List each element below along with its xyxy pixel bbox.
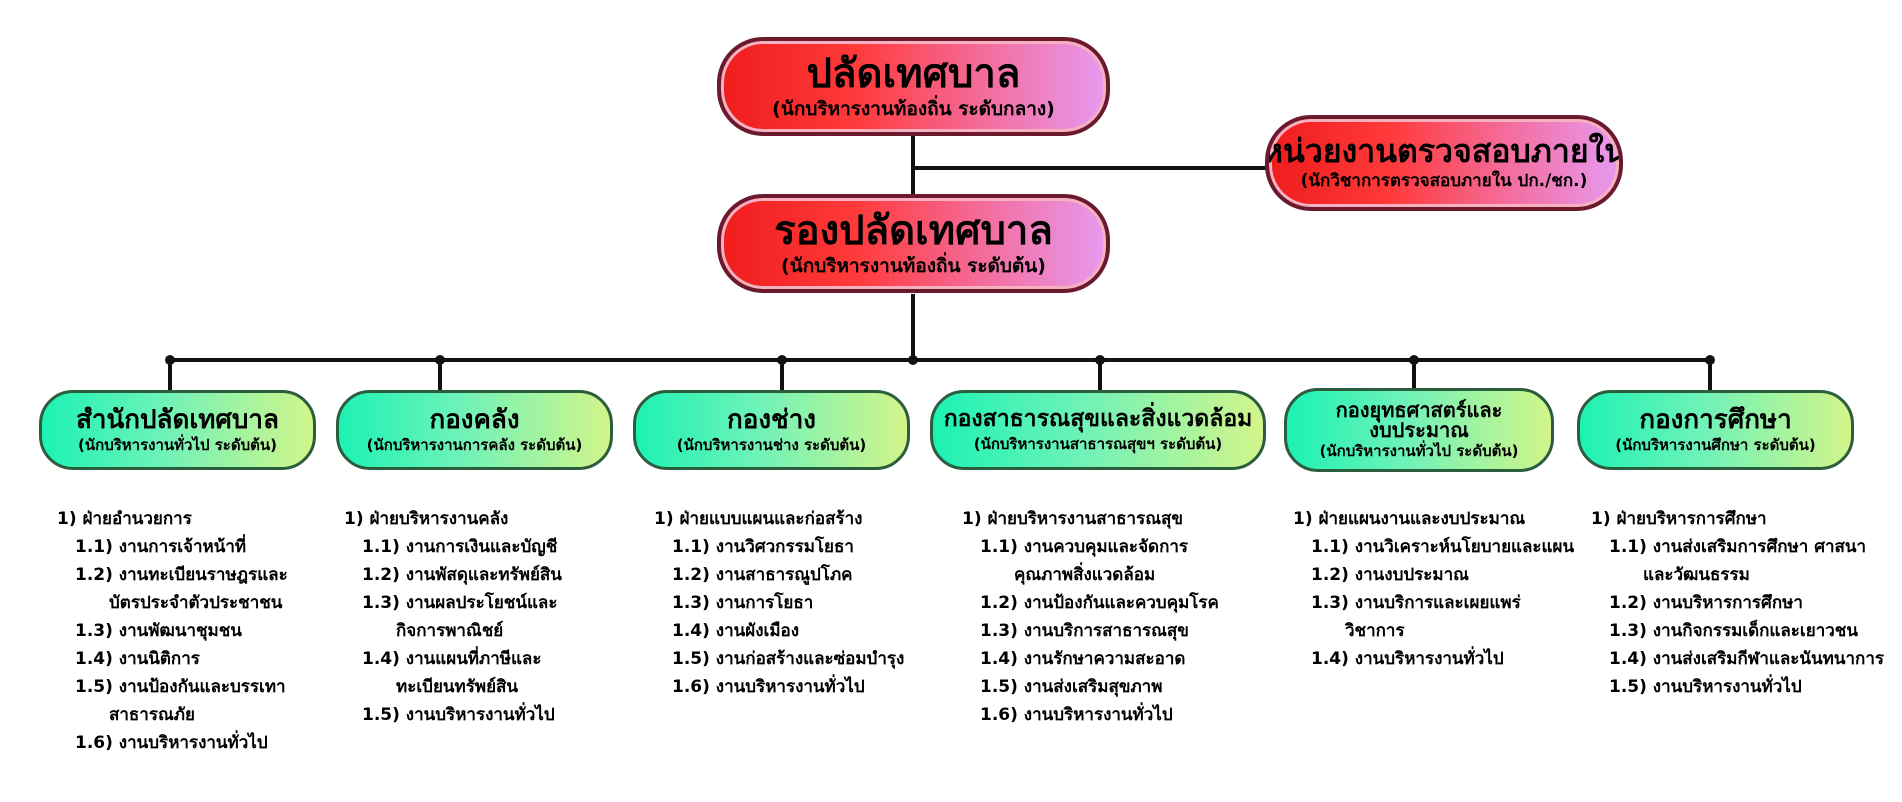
task-item: 1.2) งานบริหารการศึกษา — [1609, 593, 1803, 613]
task-item-continuation: และวัฒนธรรม — [1643, 565, 1750, 585]
task-item: 1.2) งานงบประมาณ — [1311, 565, 1469, 585]
task-item: 1.6) งานบริหารงานทั่วไป — [980, 705, 1173, 725]
task-item: 1.5) งานบริหารงานทั่วไป — [1609, 677, 1802, 697]
task-item: 1.5) งานส่งเสริมสุขภาพ — [980, 677, 1163, 697]
task-item: 1.1) งานควบคุมและจัดการ — [980, 537, 1189, 557]
task-item-continuation: สาธารณภัย — [109, 705, 195, 725]
task-item: 1.1) งานการเจ้าหน้าที่ — [75, 537, 247, 557]
top-position-subtitle: (นักบริหารงานท้องถิ่น ระดับกลาง) — [772, 98, 1055, 121]
top-position-title: ปลัดเทศบาล — [806, 51, 1021, 98]
section-heading: 1) ฝ่ายบริหารงานคลัง — [344, 509, 509, 529]
department-subtitle: (นักบริหารงานศึกษา ระดับต้น) — [1615, 436, 1816, 455]
task-item: 1.4) งานบริหารงานทั่วไป — [1311, 649, 1504, 669]
audit-unit-title: หน่วยงานตรวจสอบภายใน — [1265, 132, 1623, 171]
section-heading: 1) ฝ่ายอำนวยการ — [57, 509, 192, 529]
task-item: 1.6) งานบริหารงานทั่วไป — [672, 677, 865, 697]
audit-unit-subtitle: (นักวิชาการตรวจสอบภายใน ปก./ชก.) — [1300, 171, 1588, 192]
department-box-4: กองสาธารณสุขและสิ่งแวดล้อม (นักบริหารงาน… — [930, 390, 1266, 470]
task-item: 1.4) งานผังเมือง — [672, 621, 800, 641]
department-box-6: กองการศึกษา (นักบริหารงานศึกษา ระดับต้น) — [1577, 390, 1854, 470]
task-item: 1.5) งานบริหารงานทั่วไป — [362, 705, 555, 725]
task-item: 1.5) งานก่อสร้างและซ่อมบำรุง — [672, 649, 905, 669]
department-box-5: กองยุทธศาสตร์และ งบประมาณ (นักบริหารงานท… — [1284, 388, 1554, 472]
section-heading: 1) ฝ่ายบริหารการศึกษา — [1591, 509, 1767, 529]
department-title: กองช่าง — [727, 404, 816, 435]
department-subtitle: (นักบริหารงานการคลัง ระดับต้น) — [366, 436, 583, 455]
department-title-line-2: งบประมาณ — [1369, 418, 1469, 442]
department-title: กองสาธารณสุขและสิ่งแวดล้อม — [943, 406, 1253, 433]
audit-unit-box: หน่วยงานตรวจสอบภายใน (นักวิชาการตรวจสอบภ… — [1265, 115, 1623, 211]
department-subtitle: (นักบริหารงานช่าง ระดับต้น) — [676, 436, 867, 455]
task-item-continuation: คุณภาพสิ่งแวดล้อม — [1014, 565, 1156, 585]
deputy-position-subtitle: (นักบริหารงานท้องถิ่น ระดับต้น) — [781, 255, 1046, 278]
task-item: 1.3) งานพัฒนาชุมชน — [75, 621, 242, 641]
task-list-1: 1) ฝ่ายอำนวยการ 1.1) งานการเจ้าหน้าที่ 1.2… — [57, 505, 288, 757]
task-item: 1.2) งานพัสดุและทรัพย์สิน — [362, 565, 562, 585]
department-box-2: กองคลัง (นักบริหารงานการคลัง ระดับต้น) — [336, 390, 613, 470]
task-list-3: 1) ฝ่ายแบบแผนและก่อสร้าง 1.1) งานวิศวกรรม… — [654, 505, 904, 701]
department-subtitle: (นักบริหารงานทั่วไป ระดับต้น) — [1319, 442, 1519, 460]
task-item-continuation: ทะเบียนทรัพย์สิน — [396, 677, 519, 697]
department-title-line-1: กองยุทธศาสตร์และ — [1335, 398, 1503, 422]
section-heading: 1) ฝ่ายแผนงานและงบประมาณ — [1293, 509, 1526, 529]
department-title: กองการศึกษา — [1639, 404, 1792, 435]
task-item: 1.1) งานวิศวกรรมโยธา — [672, 537, 854, 557]
task-item-continuation: กิจการพาณิชย์ — [396, 621, 504, 641]
department-subtitle: (นักบริหารงานสาธารณสุขฯ ระดับต้น) — [973, 434, 1223, 453]
task-item: 1.3) งานกิจกรรมเด็กและเยาวชน — [1609, 621, 1858, 641]
department-title: สำนักปลัดเทศบาล — [76, 404, 279, 435]
task-item-continuation: บัตรประจำตัวประชาชน — [109, 593, 283, 613]
task-item: 1.2) งานสาธารณูปโภค — [672, 565, 853, 585]
task-item: 1.2) งานป้องกันและควบคุมโรค — [980, 593, 1219, 613]
deputy-position-box: รองปลัดเทศบาล (นักบริหารงานท้องถิ่น ระดั… — [717, 194, 1110, 293]
task-item: 1.3) งานบริการสาธารณสุข — [980, 621, 1189, 641]
task-item: 1.4) งานแผนที่ภาษีและ — [362, 649, 542, 669]
department-title: กองคลัง — [429, 404, 520, 435]
task-item: 1.4) งานส่งเสริมกีฬาและนันทนาการ — [1609, 649, 1885, 669]
task-item: 1.1) งานส่งเสริมการศึกษา ศาสนา — [1609, 537, 1867, 557]
task-item: 1.6) งานบริหารงานทั่วไป — [75, 733, 268, 753]
section-heading: 1) ฝ่ายแบบแผนและก่อสร้าง — [654, 509, 863, 529]
task-item: 1.1) งานการเงินและบัญชี — [362, 537, 558, 557]
section-heading: 1) ฝ่ายบริหารงานสาธารณสุข — [962, 509, 1183, 529]
task-list-6: 1) ฝ่ายบริหารการศึกษา 1.1) งานส่งเสริมการ… — [1591, 505, 1884, 701]
task-item: 1.4) งานนิติการ — [75, 649, 200, 669]
task-item: 1.3) งานการโยธา — [672, 593, 814, 613]
department-box-3: กองช่าง (นักบริหารงานช่าง ระดับต้น) — [633, 390, 910, 470]
task-item: 1.3) งานบริการและเผยแพร่ — [1311, 593, 1521, 613]
deputy-position-title: รองปลัดเทศบาล — [774, 208, 1053, 255]
task-item: 1.1) งานวิเคราะห์นโยบายและแผน — [1311, 537, 1575, 557]
task-item: 1.4) งานรักษาความสะอาด — [980, 649, 1186, 669]
department-box-1: สำนักปลัดเทศบาล (นักบริหารงานทั่วไป ระดั… — [39, 390, 316, 470]
top-position-box: ปลัดเทศบาล (นักบริหารงานท้องถิ่น ระดับกล… — [717, 37, 1110, 136]
task-list-2: 1) ฝ่ายบริหารงานคลัง 1.1) งานการเงินและบั… — [344, 505, 562, 729]
task-item-continuation: วิชาการ — [1345, 621, 1405, 641]
department-subtitle: (นักบริหารงานทั่วไป ระดับต้น) — [78, 436, 277, 455]
task-item: 1.2) งานทะเบียนราษฎรและ — [75, 565, 288, 585]
task-list-5: 1) ฝ่ายแผนงานและงบประมาณ 1.1) งานวิเคราะห… — [1293, 505, 1574, 673]
task-item: 1.3) งานผลประโยชน์และ — [362, 593, 558, 613]
task-list-4: 1) ฝ่ายบริหารงานสาธารณสุข 1.1) งานควบคุมแ… — [962, 505, 1219, 729]
task-item: 1.5) งานป้องกันและบรรเทา — [75, 677, 286, 697]
